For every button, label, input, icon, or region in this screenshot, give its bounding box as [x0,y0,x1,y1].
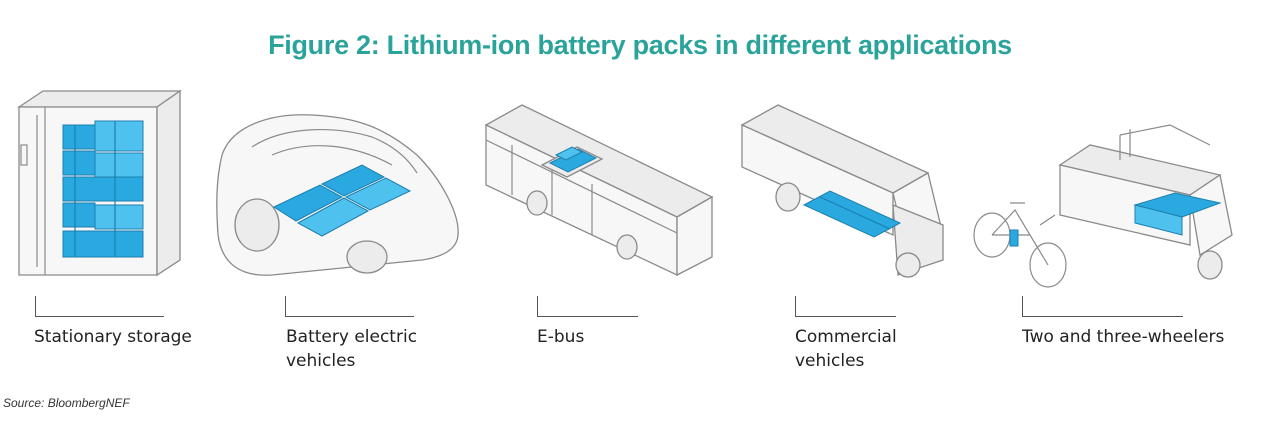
label-line: Battery electric [286,327,418,347]
label-bracket [1022,296,1183,317]
label-line: vehicles [286,351,356,371]
label-line: Commercial [795,327,897,347]
label-battery-electric-vehicles: Battery electric vehicles [286,325,417,373]
label-line: Two and three-wheelers [1022,327,1225,347]
label-two-and-three-wheelers: Two and three-wheelers [1022,325,1224,349]
storage-cabinet-icon [15,85,185,285]
source-note: Source: BloombergNEF [3,396,130,410]
label-e-bus: E-bus [537,325,584,349]
label-line: vehicles [795,351,865,371]
car-icon [212,85,467,285]
bus-icon [482,85,722,285]
label-commercial-vehicles: Commercial vehicles [795,325,897,373]
label-bracket [795,296,896,317]
label-bracket [35,296,164,317]
label-stationary-storage: Stationary storage [34,325,192,349]
label-line: Stationary storage [34,327,192,347]
label-line: E-bus [537,327,585,347]
truck-icon [738,85,948,285]
figure-title: Figure 2: Lithium-ion battery packs in d… [268,30,1012,60]
label-bracket [537,296,638,317]
label-bracket [285,296,414,317]
bike-and-tuktuk-icon [970,85,1250,295]
